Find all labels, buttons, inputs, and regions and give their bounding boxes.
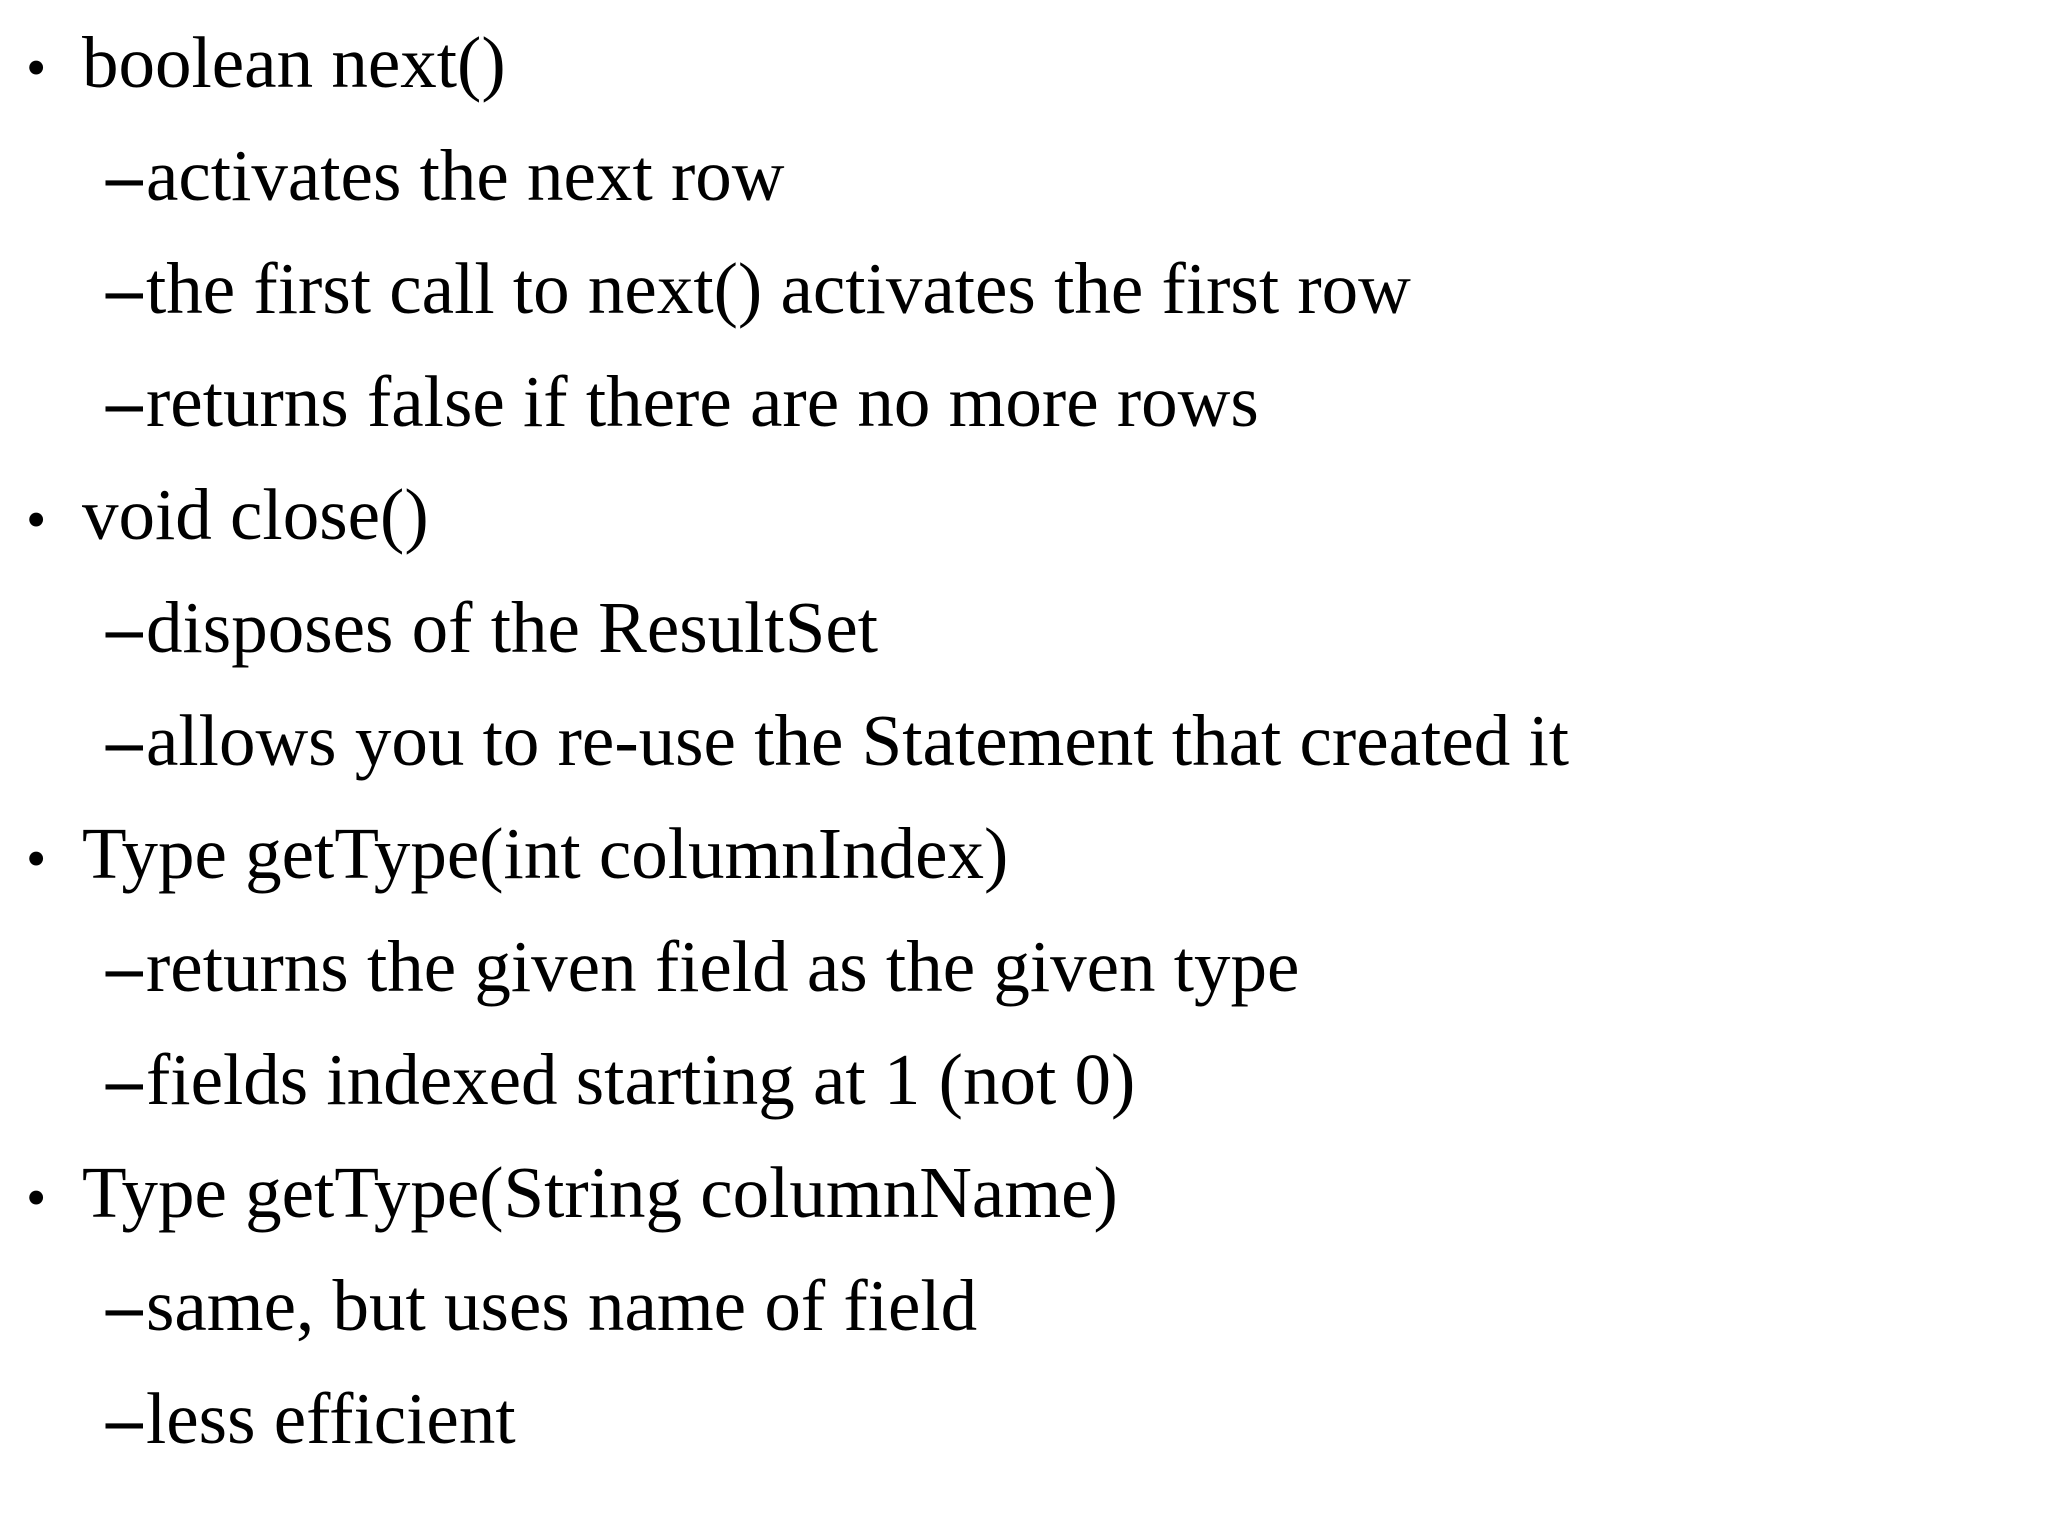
sub-bullet-item: – same, but uses name of field bbox=[0, 1249, 2048, 1362]
bullet-item: • Type getType(String columnName) bbox=[0, 1136, 2048, 1249]
dash-icon: – bbox=[106, 1265, 143, 1346]
bullet-text: Type getType(int columnIndex) bbox=[82, 813, 1009, 894]
bullet-text: Type getType(String columnName) bbox=[82, 1152, 1118, 1233]
dash-icon: – bbox=[106, 1039, 143, 1120]
dash-icon: – bbox=[106, 587, 143, 668]
sub-bullet-text: activates the next row bbox=[146, 135, 785, 216]
sub-bullet-item: – returns the given field as the given t… bbox=[0, 910, 2048, 1023]
dash-icon: – bbox=[106, 135, 143, 216]
bullet-item: • boolean next() bbox=[0, 6, 2048, 119]
bullet-text: boolean next() bbox=[82, 22, 506, 103]
bullet-text: void close() bbox=[82, 474, 429, 555]
dash-icon: – bbox=[106, 1378, 143, 1459]
sub-bullet-text: allows you to re-use the Statement that … bbox=[146, 700, 1570, 781]
dash-icon: – bbox=[106, 700, 143, 781]
sub-bullet-item: – disposes of the ResultSet bbox=[0, 571, 2048, 684]
sub-bullet-item: – activates the next row bbox=[0, 119, 2048, 232]
bullet-icon: • bbox=[26, 1165, 47, 1230]
sub-bullet-text: returns the given field as the given typ… bbox=[146, 926, 1300, 1007]
sub-bullet-text: fields indexed starting at 1 (not 0) bbox=[146, 1039, 1136, 1120]
sub-bullet-item: – the first call to next() activates the… bbox=[0, 232, 2048, 345]
dash-icon: – bbox=[106, 248, 143, 329]
sub-bullet-text: same, but uses name of field bbox=[146, 1265, 978, 1346]
bullet-item: • Type getType(int columnIndex) bbox=[0, 797, 2048, 910]
sub-bullet-text: disposes of the ResultSet bbox=[146, 587, 878, 668]
sub-bullet-item: – returns false if there are no more row… bbox=[0, 345, 2048, 458]
dash-icon: – bbox=[106, 926, 143, 1007]
sub-bullet-item: – fields indexed starting at 1 (not 0) bbox=[0, 1023, 2048, 1136]
sub-bullet-item: – allows you to re-use the Statement tha… bbox=[0, 684, 2048, 797]
sub-bullet-text: the first call to next() activates the f… bbox=[146, 248, 1411, 329]
sub-bullet-text: less efficient bbox=[146, 1378, 516, 1459]
dash-icon: – bbox=[106, 361, 143, 442]
bullet-icon: • bbox=[26, 487, 47, 552]
sub-bullet-text: returns false if there are no more rows bbox=[146, 361, 1259, 442]
bullet-item: • void close() bbox=[0, 458, 2048, 571]
sub-bullet-item: – less efficient bbox=[0, 1362, 2048, 1475]
bullet-icon: • bbox=[26, 35, 47, 100]
bullet-icon: • bbox=[26, 826, 47, 891]
